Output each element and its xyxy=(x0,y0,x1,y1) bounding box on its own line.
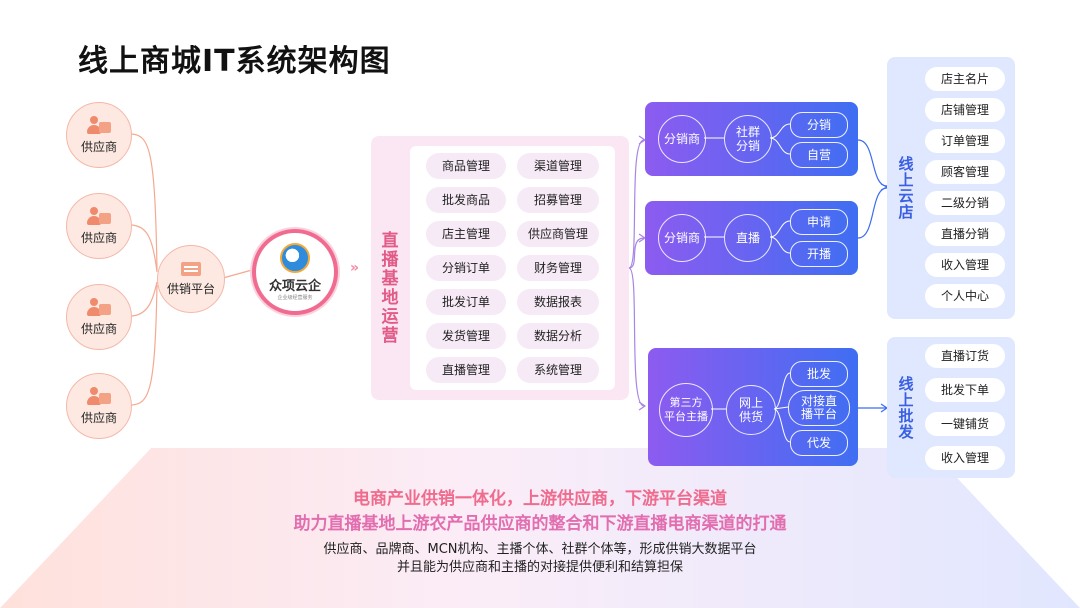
store-item: 店铺管理 xyxy=(925,98,1005,122)
distribution-pill: 分销 xyxy=(790,112,848,138)
store-item: 直播分销 xyxy=(925,222,1005,246)
supplier-label: 供应商 xyxy=(80,230,117,245)
footer-description-1: 供应商、品牌商、MCN机构、主播个体、社群个体等，形成供销大数据平台 xyxy=(323,542,757,557)
community-distribution-node: 社群 分销 xyxy=(724,115,772,163)
wholesale-item: 一键铺货 xyxy=(925,412,1005,436)
footer-headline: 电商产业供销一体化，上游供应商，下游平台渠道 xyxy=(353,489,727,509)
apply-pill: 申请 xyxy=(790,209,848,235)
supplier-node-2: 供应商 xyxy=(66,193,132,259)
module-pill: 系统管理 xyxy=(517,357,599,383)
supplier-label: 供应商 xyxy=(80,321,117,336)
supplier-icon xyxy=(86,115,112,134)
online-store-label: 线上云店 xyxy=(898,155,914,221)
store-item: 订单管理 xyxy=(925,129,1005,153)
module-pill: 批发订单 xyxy=(426,289,506,315)
live-stream-node: 直播 xyxy=(724,214,772,262)
platform-label: 供销平台 xyxy=(166,281,215,296)
supplier-node-1: 供应商 xyxy=(66,102,132,168)
supply-platform-node: 供销平台 xyxy=(157,245,225,313)
supplier-label: 供应商 xyxy=(80,139,117,154)
logo-mark-icon xyxy=(280,243,310,273)
store-item: 个人中心 xyxy=(925,284,1005,308)
distributor-node: 分销商 xyxy=(658,214,706,262)
platform-icon xyxy=(181,261,201,276)
supplier-icon xyxy=(86,386,112,405)
wholesale-item: 批发下单 xyxy=(925,378,1005,402)
supplier-node-4: 供应商 xyxy=(66,373,132,439)
brand-logo: 众项云企 企业级经营服务 xyxy=(252,229,338,315)
supplier-label: 供应商 xyxy=(80,410,117,425)
base-operations-label: 直播基地运营 xyxy=(381,231,399,346)
module-pill: 批发商品 xyxy=(426,187,506,213)
footer-description-2: 并且能为供应商和主播的对接提供便利和结算担保 xyxy=(396,560,683,575)
page-title: 线上商城IT系统架构图 xyxy=(78,44,391,79)
supplier-icon xyxy=(86,297,112,316)
store-item: 收入管理 xyxy=(925,253,1005,277)
module-pill: 财务管理 xyxy=(517,255,599,281)
module-pill: 发货管理 xyxy=(426,323,506,349)
module-pill: 数据分析 xyxy=(517,323,599,349)
module-pill: 商品管理 xyxy=(426,153,506,179)
store-item: 店主名片 xyxy=(925,67,1005,91)
module-pill: 数据报表 xyxy=(517,289,599,315)
double-chevron-right-icon: » xyxy=(350,260,360,276)
module-pill: 分销订单 xyxy=(426,255,506,281)
module-pill: 供应商管理 xyxy=(517,221,599,247)
store-item: 二级分销 xyxy=(925,191,1005,215)
module-pill: 直播管理 xyxy=(426,357,506,383)
module-pill: 渠道管理 xyxy=(517,153,599,179)
module-pill: 招募管理 xyxy=(517,187,599,213)
dropship-pill: 代发 xyxy=(790,430,848,456)
store-item: 顾客管理 xyxy=(925,160,1005,184)
third-party-streamer-node: 第三方 平台主播 xyxy=(659,383,713,437)
wholesale-item: 收入管理 xyxy=(925,446,1005,470)
start-live-pill: 开播 xyxy=(790,241,848,267)
connect-live-platform-pill: 对接直 播平台 xyxy=(788,390,850,426)
self-operated-pill: 自营 xyxy=(790,142,848,168)
wholesale-pill: 批发 xyxy=(790,361,848,387)
supplier-node-3: 供应商 xyxy=(66,284,132,350)
online-wholesale-label: 线上批发 xyxy=(898,375,914,441)
wholesale-item: 直播订货 xyxy=(925,344,1005,368)
supplier-icon xyxy=(86,206,112,225)
distributor-node: 分销商 xyxy=(658,115,706,163)
module-pill: 店主管理 xyxy=(426,221,506,247)
footer-subheadline: 助力直播基地上游农产品供应商的整合和下游直播电商渠道的打通 xyxy=(293,514,787,534)
online-supply-node: 网上 供货 xyxy=(726,385,776,435)
